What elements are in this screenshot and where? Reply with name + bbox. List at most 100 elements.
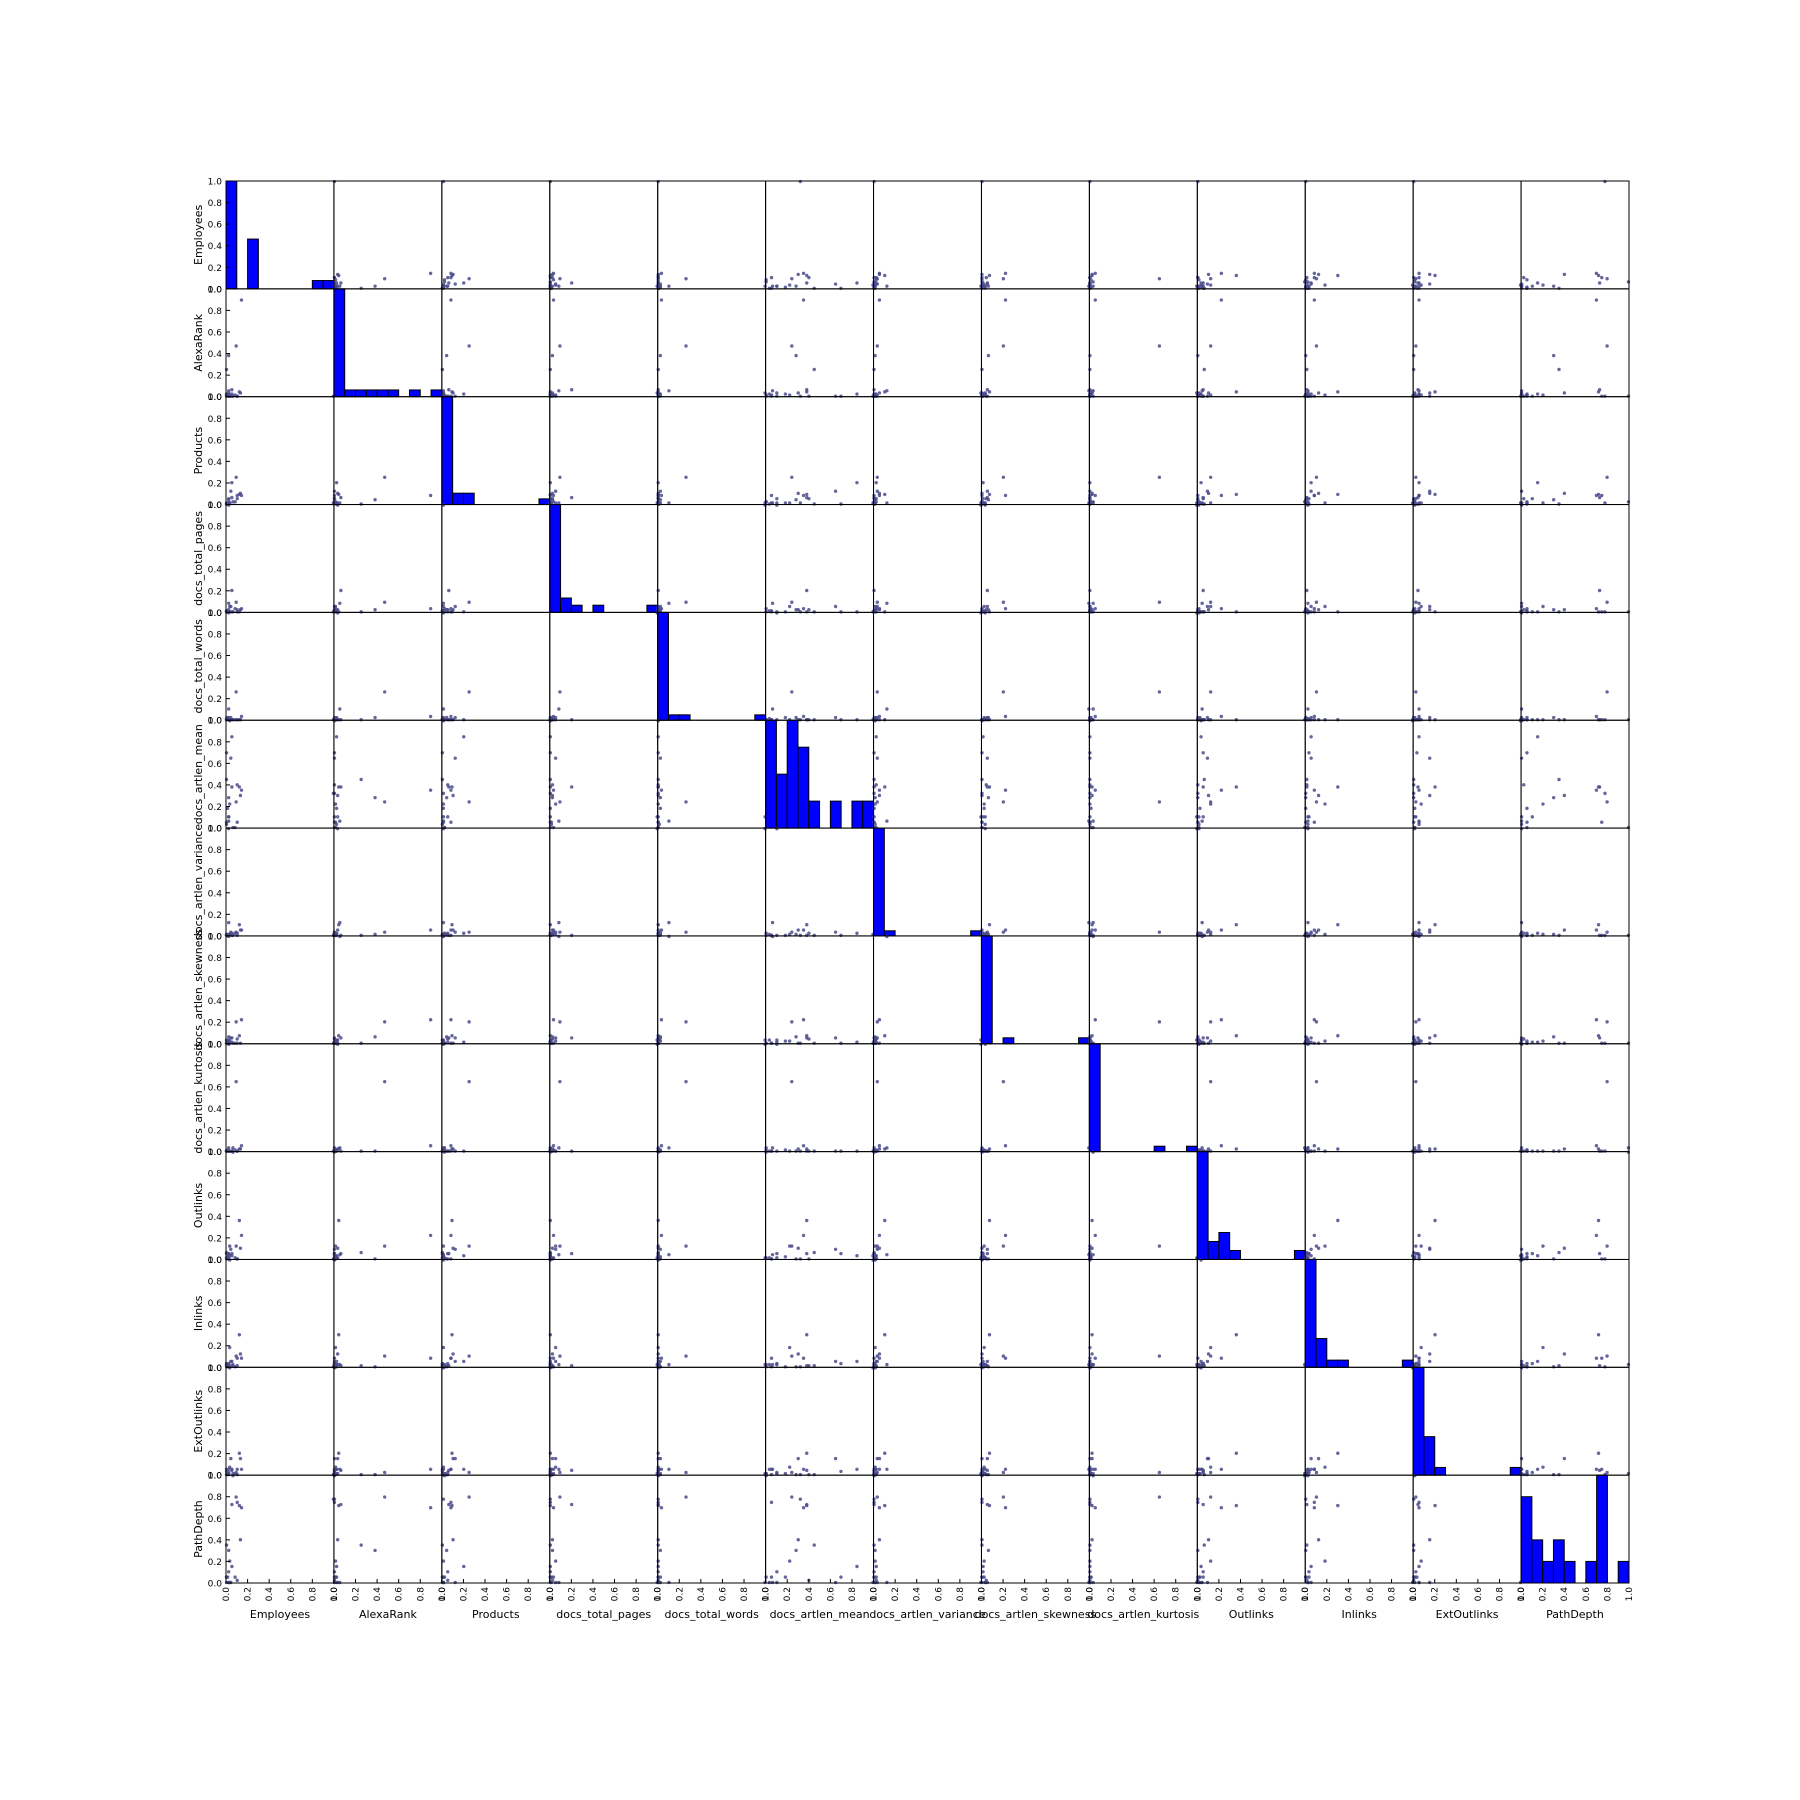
scatter-point	[235, 717, 239, 722]
scatter-point	[658, 498, 663, 502]
scatter-point	[1323, 393, 1327, 397]
scatter-point	[1594, 1467, 1599, 1471]
scatter-point	[335, 1362, 340, 1367]
x-tick-label: 1.0	[978, 1587, 988, 1602]
scatter-point	[1562, 1352, 1567, 1356]
scatter-point	[877, 1356, 882, 1360]
scatter-point	[1088, 1456, 1092, 1461]
scatter-point	[553, 394, 558, 398]
y-tick-label: 0.8	[208, 523, 223, 533]
scatter-point	[237, 390, 242, 394]
scatter-point	[449, 928, 453, 932]
scatter-point	[839, 394, 843, 398]
scatter-point	[656, 283, 660, 287]
scatter-point	[812, 502, 816, 506]
x-tick-label: 0.4	[697, 1587, 707, 1602]
scatter-point	[1088, 283, 1092, 287]
x-tick-label: 0.2	[675, 1587, 685, 1601]
scatter-point	[770, 934, 775, 939]
x-tick-label: 0.2	[1539, 1587, 1549, 1601]
cell-frame	[1304, 611, 1414, 721]
scatter-point	[794, 1548, 798, 1553]
scatter-point	[557, 819, 561, 823]
scatter-point	[551, 928, 556, 932]
scatter-point	[656, 1356, 660, 1360]
x-tick-label: 0.0	[330, 1587, 340, 1602]
scatter-point	[228, 1244, 232, 1248]
cell-frame	[441, 288, 551, 398]
scatter-point	[983, 1471, 987, 1476]
scatter-point	[1557, 1364, 1561, 1368]
scatter-point	[805, 273, 809, 278]
scatter-point	[444, 1548, 449, 1553]
scatter-point	[1306, 611, 1310, 615]
scatter-point	[1003, 1356, 1008, 1360]
scatter-point	[875, 1079, 879, 1084]
scatter-point	[885, 1252, 889, 1257]
scatter-point	[1304, 1575, 1308, 1579]
scatter-point	[775, 826, 779, 831]
scatter-point	[1196, 1356, 1200, 1360]
scatter-point	[839, 933, 843, 938]
scatter-point	[987, 1218, 992, 1223]
scatter-point	[226, 707, 231, 711]
scatter-point	[339, 1364, 343, 1368]
scatter-point	[1208, 1465, 1213, 1469]
cell-frame	[873, 935, 982, 1045]
scatter-point	[1090, 1538, 1094, 1542]
scatter-point	[551, 1233, 556, 1238]
scatter-point	[883, 1503, 887, 1508]
scatter-point	[872, 1570, 876, 1574]
scatter-point	[798, 1472, 803, 1477]
scatter-point	[1304, 1497, 1308, 1501]
scatter-point	[231, 1041, 235, 1045]
scatter-point	[444, 715, 449, 720]
scatter-point	[235, 1041, 239, 1045]
cell-frame	[441, 935, 551, 1045]
scatter-point	[359, 933, 363, 938]
scatter-point	[1306, 1256, 1310, 1260]
scatter-point	[228, 1149, 232, 1153]
scatter-point	[1519, 604, 1524, 609]
scatter-point	[872, 367, 876, 372]
scatter-point	[1605, 1244, 1609, 1248]
scatter-point	[980, 1356, 984, 1360]
scatter-point	[812, 1364, 816, 1368]
scatter-point	[1417, 275, 1421, 280]
scatter-point	[551, 1018, 556, 1022]
scatter-point	[1091, 819, 1095, 823]
x-tick-label: 0.8	[308, 1587, 318, 1602]
scatter-point	[986, 608, 991, 612]
scatter-point	[224, 822, 229, 827]
scatter-point	[656, 1473, 660, 1478]
x-tick-label: 0.4	[1344, 1587, 1354, 1602]
scatter-point	[441, 920, 446, 925]
scatter-point	[801, 493, 806, 498]
x-tick-label: 0.0	[1085, 1587, 1095, 1602]
scatter-point	[656, 275, 660, 280]
scatter-point	[373, 1149, 377, 1153]
scatter-point	[1433, 390, 1437, 394]
y-tick-label: 0.6	[208, 868, 223, 878]
scatter-point	[769, 275, 774, 280]
scatter-point	[1309, 1580, 1313, 1585]
scatter-point	[1519, 489, 1524, 493]
x-tick-label: 0.6	[1042, 1587, 1052, 1602]
scatter-point	[1314, 600, 1319, 604]
scatter-point	[453, 394, 457, 398]
scatter-point	[1205, 756, 1210, 760]
scatter-point	[1001, 277, 1006, 281]
scatter-point	[550, 1035, 555, 1039]
scatter-point	[557, 284, 561, 288]
scatter-point	[1525, 1149, 1529, 1153]
scatter-point	[1541, 393, 1545, 397]
scatter-point	[359, 1149, 363, 1153]
scatter-point	[1205, 1359, 1210, 1364]
cell-frame	[1520, 1151, 1630, 1260]
scatter-point	[1336, 390, 1340, 394]
scatter-point	[230, 1564, 234, 1569]
column-label: docs_total_words	[664, 1608, 759, 1621]
x-tick-label: 0.0	[1409, 1587, 1419, 1602]
scatter-point	[332, 1146, 337, 1150]
scatter-point	[1551, 932, 1556, 937]
